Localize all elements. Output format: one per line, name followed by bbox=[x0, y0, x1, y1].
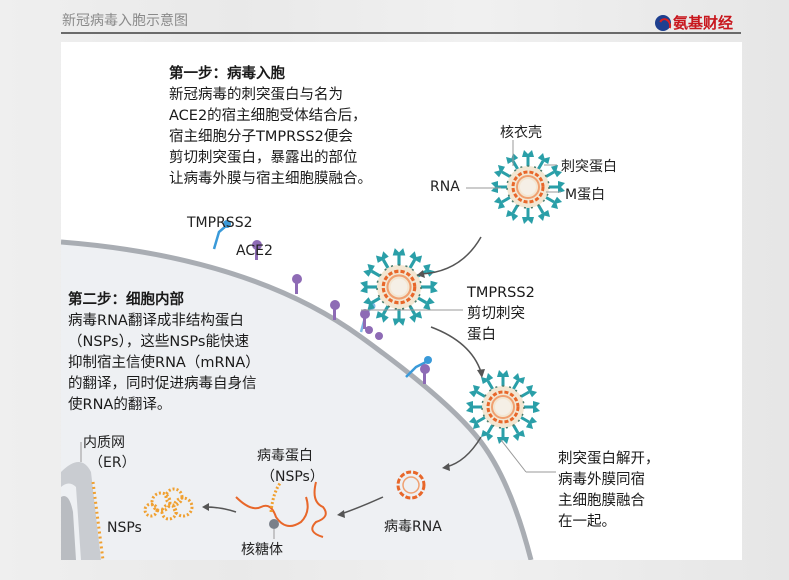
label-nucleocapsid: 核衣壳 bbox=[500, 125, 542, 141]
fusion-label-line: 病毒外膜同宿 bbox=[558, 472, 645, 488]
cleave-label-line: TMPRSS2 bbox=[467, 285, 535, 301]
step1-heading: 第一步：病毒入胞 bbox=[169, 66, 285, 82]
step1-line: 让病毒外膜与宿主细胞膜融合。 bbox=[169, 171, 372, 187]
title-divider bbox=[61, 32, 741, 34]
step2-line: 病毒RNA翻译成非结构蛋白 bbox=[68, 313, 244, 329]
label-viral-rna: 病毒RNA bbox=[384, 519, 442, 535]
diagram-graphics bbox=[61, 140, 742, 560]
slide-title: 新冠病毒入胞示意图 bbox=[62, 13, 188, 29]
cleave-label-line: 剪切刺突 bbox=[467, 306, 525, 322]
fusion-label-line: 在一起。 bbox=[558, 514, 616, 530]
virus-entry-diagram: 第一步：病毒入胞 新冠病毒的刺突蛋白与名为 ACE2的宿主细胞受体结合后， 宿主… bbox=[61, 42, 742, 560]
label-rna: RNA bbox=[430, 179, 460, 195]
label-nsps: NSPs bbox=[107, 520, 142, 536]
cleave-label-line: 蛋白 bbox=[467, 327, 496, 343]
fusion-label-line: 主细胞膜融合 bbox=[558, 493, 645, 509]
brand-name: 氨基财经 bbox=[673, 14, 734, 32]
step1-line: 剪切刺突蛋白，暴露出的部位 bbox=[169, 150, 358, 166]
brand-logo: 氨基财经 bbox=[655, 12, 733, 33]
brand-emblem-icon bbox=[655, 14, 671, 31]
step2-heading: 第二步：细胞内部 bbox=[68, 292, 184, 308]
step1-line: ACE2的宿主细胞受体结合后， bbox=[169, 108, 367, 124]
label-viral-protein: 病毒蛋白 bbox=[257, 448, 313, 464]
step1-line: 新冠病毒的刺突蛋白与名为 bbox=[169, 87, 343, 103]
label-er: 内质网 bbox=[83, 435, 125, 451]
step2-line: （NSPs），这些NSPs能快速 bbox=[68, 334, 249, 350]
step2-line: 的翻译，同时促进病毒自身信 bbox=[68, 376, 257, 392]
ace2-receptor bbox=[252, 240, 430, 384]
step2-line: 抑制宿主信使RNA（mRNA） bbox=[68, 355, 260, 371]
label-er-abbr: （ER） bbox=[89, 455, 136, 471]
label-tmprss2: TMPRSS2 bbox=[187, 215, 253, 231]
step1-line: 宿主细胞分子TMPRSS2便会 bbox=[169, 129, 353, 145]
label-ace2: ACE2 bbox=[236, 243, 273, 259]
fusion-label-line: 刺突蛋白解开， bbox=[558, 451, 660, 467]
label-viral-protein-abbr: （NSPs） bbox=[261, 469, 324, 485]
label-m-protein: M蛋白 bbox=[565, 187, 606, 203]
label-ribosome: 核糖体 bbox=[241, 542, 283, 558]
step2-line: 使RNA的翻译。 bbox=[68, 397, 172, 413]
label-spike-protein: 刺突蛋白 bbox=[561, 159, 617, 175]
